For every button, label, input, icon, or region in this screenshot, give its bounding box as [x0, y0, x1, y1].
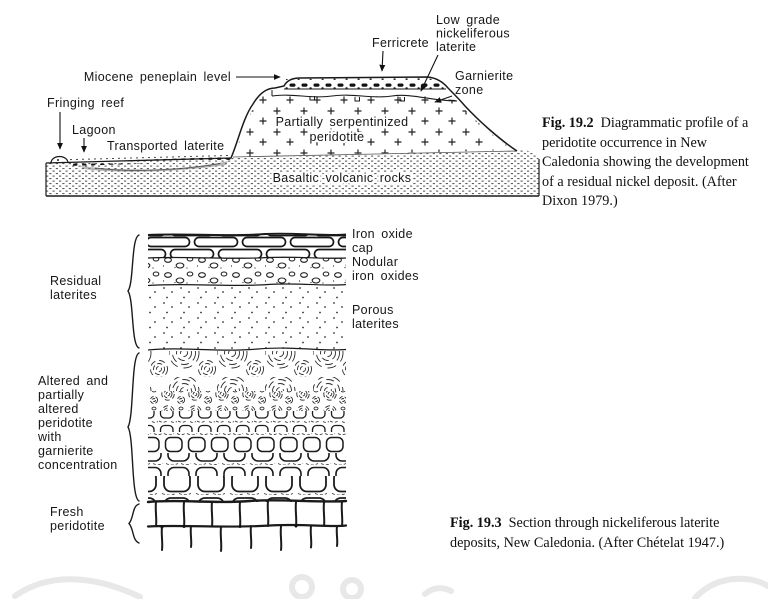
label-garnierite-1: Garnierite	[455, 69, 513, 83]
fig-19-3-caption-text: Section through nickeliferous laterite d…	[450, 515, 725, 551]
fig-19-2-caption-text: Diagrammatic profile of a peridotite occ…	[542, 115, 749, 210]
altered-small-swirl-layer	[148, 391, 346, 411]
label-altered-5: with	[37, 430, 62, 444]
label-fresh-1: Fresh	[50, 505, 84, 519]
laterite-band-line	[271, 90, 458, 102]
low-grade-leader	[420, 54, 439, 92]
block-layer-xs	[148, 411, 346, 432]
label-garnierite-2: zone	[455, 83, 484, 97]
label-serpentinized-2: peridotite	[310, 130, 365, 144]
altered-swirl-layer	[148, 351, 346, 391]
porous-laterites-layer	[148, 286, 346, 350]
label-altered-7: concentration	[38, 458, 118, 472]
label-nodular-1: Nodular	[352, 255, 398, 269]
transported-laterite-band	[66, 157, 231, 166]
ferricrete-leader	[379, 50, 386, 72]
fig-19-3-diagram: Residual laterites Altered and partially…	[37, 227, 419, 552]
label-altered-2: partially	[38, 388, 85, 402]
label-transported-laterite: Transported laterite	[107, 139, 224, 153]
block-layer-s	[148, 432, 346, 453]
fig-19-2-diagram: Low grade nickeliferous laterite Ferricr…	[45, 13, 540, 197]
fresh-brace	[128, 503, 140, 544]
label-residual-2: laterites	[50, 288, 97, 302]
label-miocene: Miocene peneplain level	[84, 70, 231, 84]
label-porous-2: laterites	[352, 317, 399, 331]
label-residual-1: Residual	[50, 274, 101, 288]
label-altered-3: altered	[38, 402, 79, 416]
nodular-iron-oxides-layer	[148, 258, 346, 285]
label-lagoon: Lagoon	[72, 123, 116, 137]
label-porous-1: Porous	[352, 303, 394, 317]
section-layers	[148, 235, 346, 502]
label-low-grade-3: laterite	[436, 40, 476, 54]
block-layer-l	[148, 476, 346, 502]
label-iron-oxide-cap-1: Iron oxide	[352, 227, 413, 241]
layer-boundaries	[147, 232, 347, 351]
label-low-grade-1: Low grade	[436, 13, 500, 27]
block-layer-m	[148, 453, 346, 476]
scan-artifacts	[12, 574, 768, 599]
garnierite-leader	[434, 95, 453, 103]
residual-brace	[127, 234, 140, 349]
label-basaltic: Basaltic volcanic rocks	[273, 171, 412, 185]
label-altered-4: peridotite	[38, 416, 93, 430]
label-serpentinized-1: Partially serpentinized	[276, 115, 409, 129]
label-iron-oxide-cap-2: cap	[352, 241, 373, 255]
label-altered-6: garnierite	[38, 444, 94, 458]
peridotite-massif	[230, 76, 518, 159]
fresh-peridotite-layer	[146, 499, 348, 552]
iron-oxide-cap-layer	[148, 235, 346, 258]
shoreline-features	[50, 155, 231, 172]
layer-braces	[127, 234, 140, 544]
label-fresh-2: peridotite	[50, 519, 105, 533]
leader-lines	[57, 50, 453, 153]
ferricrete-band	[285, 78, 445, 89]
label-fringing-reef: Fringing reef	[47, 96, 124, 110]
label-ferricrete: Ferricrete	[372, 36, 429, 50]
fringing-reef-shape	[50, 155, 69, 164]
label-nodular-2: iron oxides	[352, 269, 419, 283]
fig-19-2-caption-label: Fig. 19.2	[542, 115, 594, 131]
label-low-grade-2: nickeliferous	[436, 27, 510, 41]
label-altered-1: Altered and	[38, 374, 108, 388]
fig-19-3-caption-label: Fig. 19.3	[450, 515, 502, 531]
altered-brace	[127, 352, 140, 502]
